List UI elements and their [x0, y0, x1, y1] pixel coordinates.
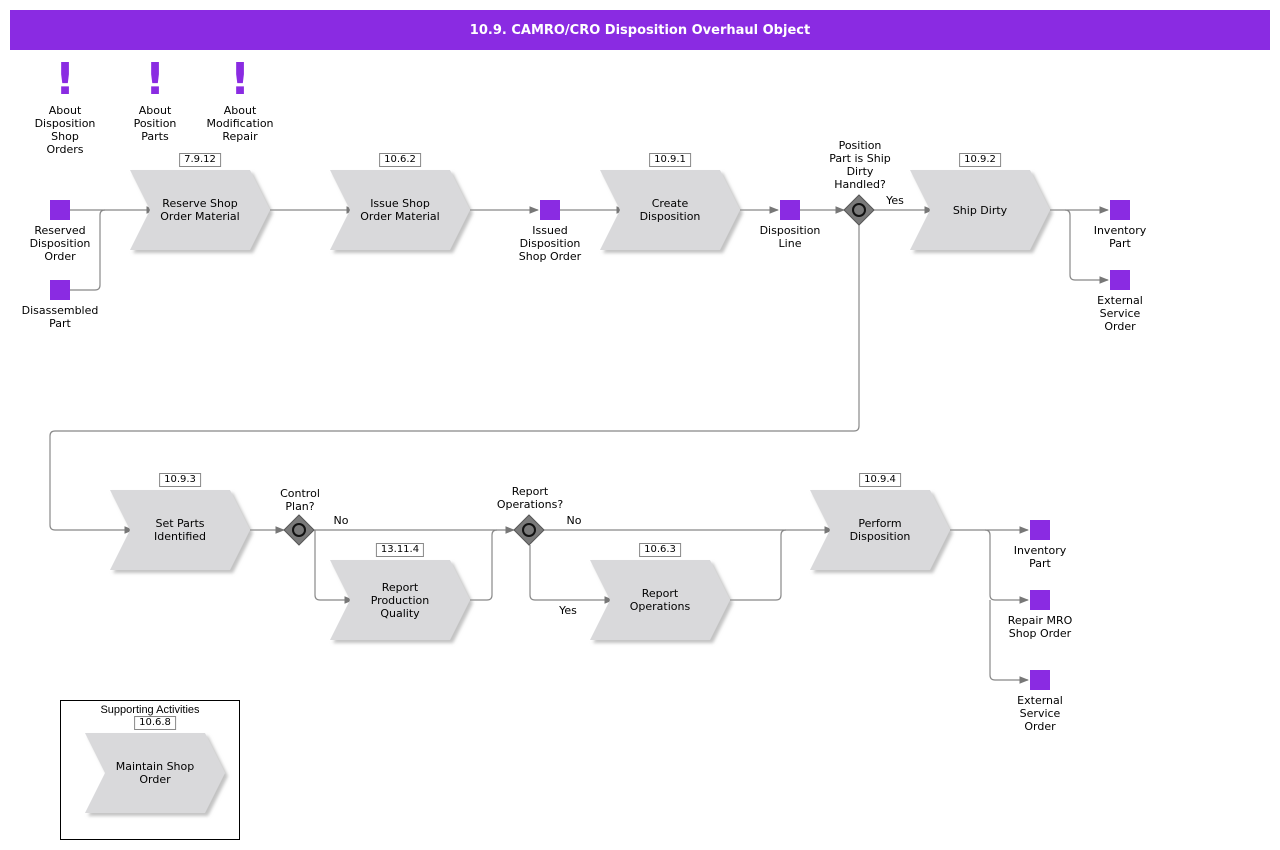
process-shape-p5 [110, 490, 250, 570]
object-label: Reserved Disposition Order [29, 224, 91, 263]
gateway-label: Position Part is Ship Dirty Handled? [829, 139, 891, 191]
supporting-activities-box [60, 700, 240, 840]
object-shape-o9 [1030, 670, 1050, 690]
process-ref-tag[interactable]: 10.6.3 [639, 543, 681, 557]
object-shape-o6 [1110, 270, 1130, 290]
process-ref-tag[interactable]: 7.9.12 [179, 153, 221, 167]
object-shape-o2 [50, 280, 70, 300]
edge-p7-p8 [730, 529, 787, 601]
object-label: External Service Order [1097, 294, 1143, 333]
object-label: Issued Disposition Shop Order [518, 224, 582, 263]
process-shape-p8 [810, 490, 950, 570]
process-shapes [85, 170, 1050, 813]
process-ref-tag[interactable]: 10.9.3 [159, 473, 201, 487]
connectors [49, 206, 1109, 684]
object-shape-o8 [1030, 590, 1050, 610]
gateway-shape-g3 [513, 514, 545, 546]
object-label: External Service Order [1017, 694, 1063, 733]
edge-p6-g3 [470, 529, 498, 601]
process-shape-p9 [85, 733, 225, 813]
edge-p8-o9 [989, 600, 1029, 684]
process-shape-p7 [590, 560, 730, 640]
edge-label-no: No [566, 514, 582, 527]
edge-g1-p5 [49, 225, 860, 534]
process-ref-tag[interactable]: 10.9.4 [859, 473, 901, 487]
object-label: Disassembled Part [21, 304, 99, 330]
exclamation-icon[interactable]: ! [145, 54, 166, 105]
process-label[interactable]: Reserve Shop Order Material [160, 197, 240, 223]
edge-label-no: No [333, 514, 349, 527]
process-shape-p2 [330, 170, 470, 250]
edge-p4-o6 [1064, 209, 1109, 284]
note-label[interactable]: About Modification Repair [206, 104, 274, 143]
process-shape-p3 [600, 170, 740, 250]
object-shape-o7 [1030, 520, 1050, 540]
exclamation-icon[interactable]: ! [230, 54, 251, 105]
gateway-shapes [283, 194, 875, 546]
gateway-label: Report Operations? [496, 485, 564, 511]
exclamation-icon[interactable]: ! [55, 54, 76, 105]
object-label: Inventory Part [1013, 544, 1067, 570]
process-label[interactable]: Perform Disposition [849, 517, 911, 543]
object-label: Disposition Line [759, 224, 821, 250]
process-ref-tag[interactable]: 10.6.2 [379, 153, 421, 167]
supporting-activities-title: Supporting Activities [100, 704, 200, 716]
process-label[interactable]: Report Production Quality [370, 580, 430, 620]
process-ref-tag[interactable]: 13.11.4 [375, 543, 425, 557]
process-shape-p4 [910, 170, 1050, 250]
edge-label-yes: Yes [559, 604, 577, 617]
object-label: Repair MRO Shop Order [1007, 614, 1073, 640]
process-label[interactable]: Issue Shop Order Material [360, 197, 440, 223]
process-label[interactable]: Create Disposition [639, 197, 701, 223]
process-shape-p6 [330, 560, 470, 640]
process-label[interactable]: Maintain Shop Order [115, 760, 195, 786]
process-ref-tag[interactable]: 10.9.1 [649, 153, 691, 167]
gateway-shape-g2 [283, 514, 315, 546]
edge-g2-p6 [314, 530, 354, 604]
process-label[interactable]: Set Parts Identified [153, 517, 206, 543]
object-shape-o1 [50, 200, 70, 220]
process-ref-tag[interactable]: 10.9.2 [959, 153, 1001, 167]
edge-label-yes: Yes [886, 194, 904, 207]
note-label[interactable]: About Position Parts [133, 104, 177, 143]
process-label[interactable]: Ship Dirty [952, 203, 1008, 217]
object-shape-o3 [540, 200, 560, 220]
edge-g3-p7 [529, 545, 614, 604]
diagram-title: 10.9. CAMRO/CRO Disposition Overhaul Obj… [10, 10, 1270, 50]
process-ref-tag[interactable]: 10.6.8 [134, 716, 176, 730]
object-shape-o4 [780, 200, 800, 220]
edge-o2-p1 [70, 209, 106, 291]
gateway-label: Control Plan? [280, 487, 320, 513]
object-shapes [50, 200, 1130, 690]
edge-p8-o8 [984, 529, 1029, 604]
object-label: Inventory Part [1093, 224, 1147, 250]
note-label[interactable]: About Disposition Shop Orders [34, 104, 96, 156]
gateway-shape-g1 [843, 194, 875, 226]
process-shape-p1 [130, 170, 270, 250]
process-label[interactable]: Report Operations [629, 587, 691, 613]
object-shape-o5 [1110, 200, 1130, 220]
